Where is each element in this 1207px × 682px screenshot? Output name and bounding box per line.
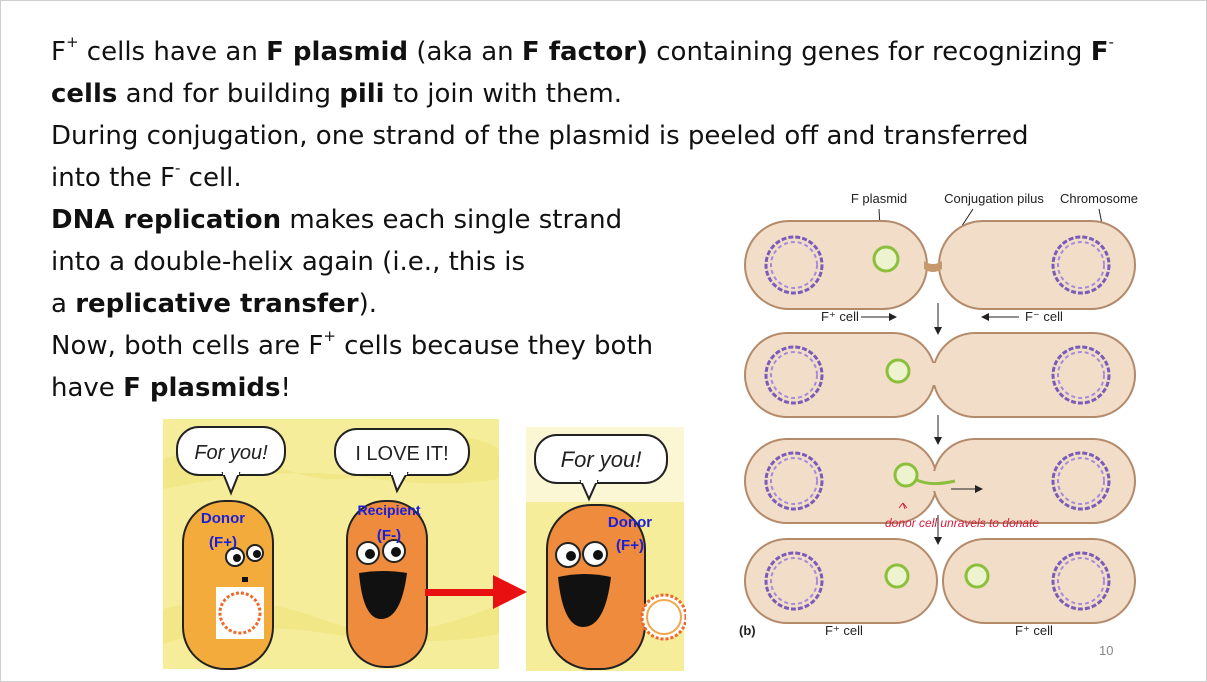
paragraph-3: DNA replication makes each single strand… (51, 199, 1171, 325)
paragraph-2: During conjugation, one strand of the pl… (51, 115, 1171, 199)
superscript: - (1108, 33, 1114, 52)
donor-sublabel: (F+) (209, 534, 237, 551)
bubble-after-text: For you! (561, 447, 642, 472)
text-run: into a double-helix again (i.e., this is (51, 247, 526, 277)
speech-bubble-left: For you! (176, 426, 286, 496)
text-line: F+ cells have an F plasmid (aka an F fac… (51, 31, 1171, 73)
transfer-arrow (425, 575, 527, 609)
text-run: have (51, 373, 124, 403)
donor-label: Donor (201, 510, 245, 527)
label-conjugation-pilus: Conjugation pilus (944, 191, 1044, 206)
panel-letter: (b) (739, 623, 756, 638)
bubble-left-text: For you! (194, 442, 268, 464)
text-run: a (51, 289, 76, 319)
paragraph-1: F+ cells have an F plasmid (aka an F fac… (51, 31, 1171, 115)
bottom-right-cell-label: F⁺ cell (1015, 623, 1053, 638)
text-line: DNA replication makes each single strand (51, 199, 1171, 241)
text-run: into the F (51, 163, 175, 193)
text-run: During conjugation, one strand of the pl… (51, 121, 1029, 151)
text-run: Now, both cells are F (51, 331, 324, 361)
donor-after-label: Donor (608, 514, 652, 531)
text-run: cells because they both (335, 331, 654, 361)
recipient-sublabel: (F-) (377, 527, 401, 544)
text-line: into the F- cell. (51, 157, 1171, 199)
slide-number: 10 (1099, 643, 1114, 658)
text-line: During conjugation, one strand of the pl… (51, 115, 1171, 157)
text-line: cells and for building pili to join with… (51, 73, 1171, 115)
donor-after-bacterium (546, 504, 686, 670)
superscript: + (65, 33, 79, 52)
text-run: containing genes for recognizing (648, 37, 1091, 67)
text-run: cell. (180, 163, 242, 193)
text-run: ! (280, 373, 291, 403)
bold-term: cells (51, 79, 118, 109)
text-line: Now, both cells are F+ cells because the… (51, 325, 1171, 367)
text-run: F (51, 37, 66, 67)
bold-term: F plasmid (266, 37, 409, 67)
stage-3-cells (744, 438, 1136, 524)
text-run: cells have an (78, 37, 267, 67)
speech-bubble-right: I LOVE IT! (334, 428, 470, 494)
annotation-red: donor cell unravels to donate (885, 516, 1039, 530)
superscript: - (174, 159, 181, 178)
recipient-bacterium (346, 500, 428, 668)
recipient-label: Recipient (357, 502, 420, 518)
bold-term: replicative transfer (75, 289, 359, 319)
text-run: (aka an (408, 37, 522, 67)
cartoon-illustration: For you! I LOVE IT! For you! Donor (F+) (163, 419, 686, 671)
label-chromosome: Chromosome (1060, 191, 1138, 206)
superscript: + (323, 327, 336, 346)
donor-after-sublabel: (F+) (616, 537, 644, 554)
label-f-plasmid: F plasmid (851, 191, 907, 206)
paragraph-4: Now, both cells are F+ cells because the… (51, 325, 1171, 409)
text-line: into a double-helix again (i.e., this is (51, 241, 1171, 283)
text-line: a replicative transfer). (51, 283, 1171, 325)
f-minus-cell-label: F⁻ cell (1025, 309, 1063, 324)
text-run: makes each single strand (281, 205, 623, 235)
bold-term: F (1090, 37, 1109, 67)
conjugation-diagram: F plasmid Conjugation pilus Chromosome F… (739, 191, 1138, 638)
bottom-left-cell-label: F⁺ cell (825, 623, 863, 638)
bold-term: F factor) (521, 37, 648, 67)
bubble-right-text: I LOVE IT! (355, 443, 448, 465)
bold-term: F plasmids (123, 373, 281, 403)
stage-4-cells (744, 538, 1136, 624)
stage-1-cells (744, 220, 1136, 310)
text-run: ). (358, 289, 377, 319)
stage-2-cells (744, 332, 1136, 418)
slide-text: F+ cells have an F plasmid (aka an F fac… (51, 31, 1171, 409)
text-run: and for building (117, 79, 340, 109)
f-plus-cell-label: F⁺ cell (821, 309, 859, 324)
bold-term: pili (339, 79, 385, 109)
bold-term: DNA replication (51, 205, 282, 235)
donor-bacterium (182, 500, 274, 670)
text-run: to join with them. (384, 79, 623, 109)
text-line: have F plasmids! (51, 367, 1171, 409)
speech-bubble-after: For you! (534, 434, 668, 502)
